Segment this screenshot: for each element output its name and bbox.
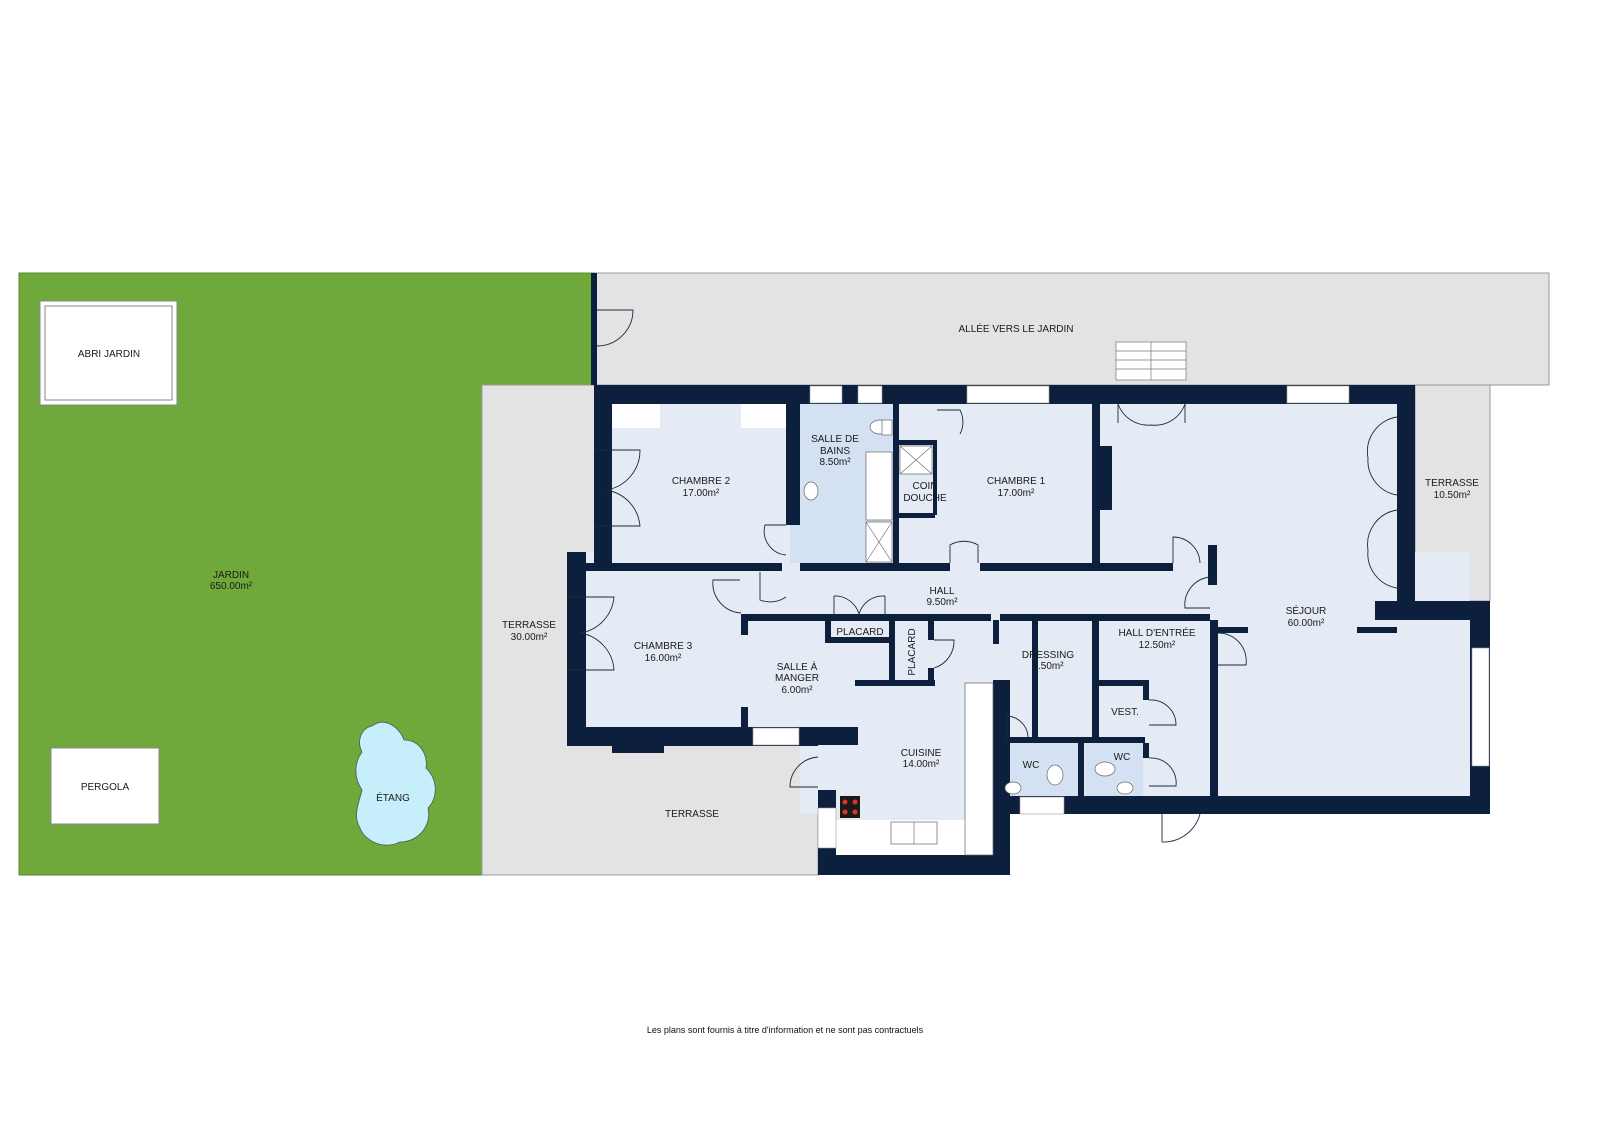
dressing-area: 6.50m²	[1032, 661, 1064, 672]
room-labels: ABRI JARDIN JARDIN 650.00m² PERGOLA ÉTAN…	[78, 322, 1479, 820]
pergola	[50, 747, 160, 825]
living-label: SÉJOUR	[1286, 604, 1327, 617]
bedroom1-label: CHAMBRE 1	[987, 476, 1046, 487]
dining-label-1: SALLE À	[777, 660, 818, 673]
path-label: ALLÉE VERS LE JARDIN	[958, 322, 1073, 335]
shed-label: ABRI JARDIN	[78, 349, 140, 360]
windows	[612, 385, 1490, 849]
disclaimer-footer: Les plans sont fournis à titre d'informa…	[646, 1025, 924, 1035]
hall-area: 9.50m²	[926, 597, 958, 608]
closet2-label: PLACARD	[907, 628, 918, 675]
bedroom3-label: CHAMBRE 3	[634, 641, 693, 652]
terrace-east-area: 10.50m²	[1434, 490, 1471, 501]
bedroom1-area: 17.00m²	[998, 488, 1035, 499]
garden-path	[595, 272, 1550, 386]
wc2-label: WC	[1114, 752, 1131, 763]
terrace-west-label: TERRASSE	[502, 620, 556, 631]
cloakroom-label: VEST.	[1111, 707, 1139, 718]
pond	[355, 721, 436, 846]
terrace-south-label: TERRASSE	[665, 809, 719, 820]
dressing-label: DRESSING	[1022, 650, 1074, 661]
shower-label-2: DOUCHE	[903, 493, 947, 504]
pergola-label: PERGOLA	[81, 782, 130, 793]
garden-area-value: 650.00m²	[210, 581, 253, 592]
garden-gate-wall	[591, 273, 597, 385]
fixtures	[803, 419, 1134, 856]
shower-label-1: COIN	[913, 481, 938, 492]
closet1-label: PLACARD	[836, 627, 883, 638]
dining-label-2: MANGER	[775, 673, 819, 684]
dining-area: 6.00m²	[781, 685, 813, 696]
bedroom2-area: 17.00m²	[683, 488, 720, 499]
building-floor	[567, 385, 1490, 875]
entrance-label: HALL D'ENTRÉE	[1118, 626, 1195, 639]
wc1-label: WC	[1023, 760, 1040, 771]
bathroom-label-2: BAINS	[820, 446, 850, 457]
doors	[567, 403, 1398, 843]
bathroom-label-1: SALLE DE	[811, 434, 859, 445]
entry-steps	[1115, 341, 1187, 381]
living-area: 60.00m²	[1288, 618, 1325, 629]
terrace-west-area: 30.00m²	[511, 632, 548, 643]
terrace-east-label: TERRASSE	[1425, 478, 1479, 489]
kitchen-area: 14.00m²	[903, 759, 940, 770]
cooktop-icon	[840, 796, 860, 818]
garden-gate-door	[596, 309, 634, 347]
garden-label: JARDIN	[213, 570, 249, 581]
pond-label: ÉTANG	[376, 791, 410, 804]
entrance-area: 12.50m²	[1139, 640, 1176, 651]
kitchen-label: CUISINE	[901, 748, 942, 759]
bedroom3-area: 16.00m²	[645, 653, 682, 664]
bedroom2-label: CHAMBRE 2	[672, 476, 731, 487]
garden-shed	[39, 300, 178, 406]
bathroom-area: 8.50m²	[819, 457, 851, 468]
hall-label: HALL	[929, 586, 954, 597]
